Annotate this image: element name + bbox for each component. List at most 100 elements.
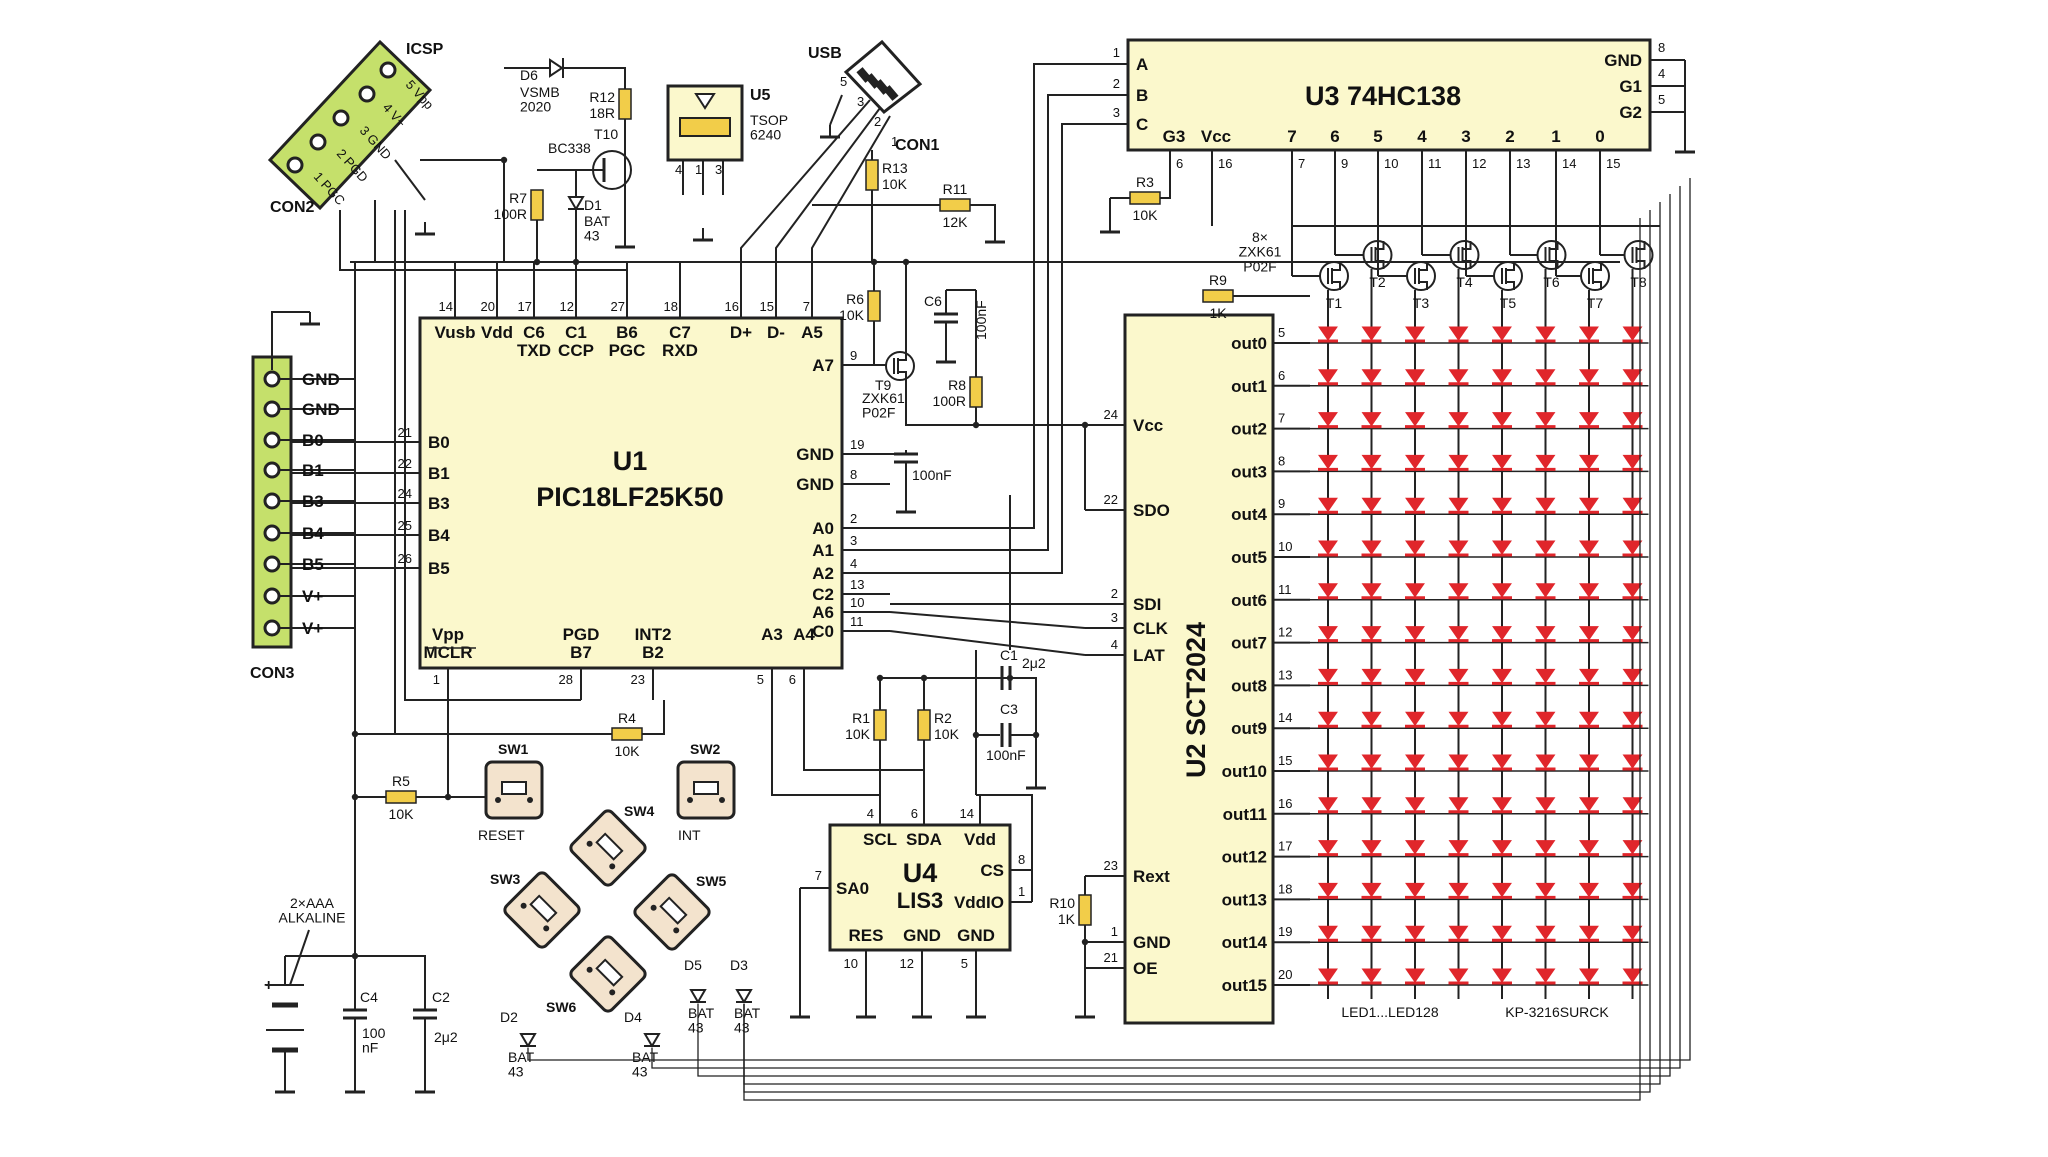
led	[1535, 583, 1556, 598]
led	[1318, 540, 1338, 555]
led	[1535, 668, 1556, 684]
transistor-T5	[1493, 261, 1523, 291]
u5-pin-number: 1	[695, 162, 702, 177]
resistor-R7	[530, 189, 544, 221]
lis-cs	[976, 794, 1033, 870]
led	[1448, 583, 1469, 598]
u1-pin-label: A0	[812, 519, 834, 538]
r6-wire2	[873, 321, 884, 366]
led	[1579, 968, 1599, 983]
resistor-value-R2: 10K	[934, 726, 960, 742]
junction-dot	[444, 793, 452, 801]
junction-dot	[972, 421, 980, 429]
transistor-T3	[1419, 281, 1428, 290]
con3-gnd-wire	[271, 311, 310, 370]
u1-pin-number: 7	[803, 299, 810, 314]
u1-pin-number: 27	[611, 299, 625, 314]
junction-dot	[533, 258, 541, 266]
led	[1405, 968, 1425, 983]
switch-SW6	[569, 935, 647, 1013]
u1-pin-label: GND	[796, 445, 834, 464]
diode-ref-D3: D3	[730, 957, 748, 973]
transistor-T8	[1636, 260, 1646, 269]
switch-dot	[719, 797, 725, 803]
junction-dot	[1081, 421, 1089, 429]
led	[1448, 369, 1469, 384]
u3-pin-number: 5	[1658, 92, 1665, 107]
switch-SW2-cap	[693, 781, 719, 795]
resistor-R2	[917, 709, 931, 741]
resistor-value-R11: 12K	[943, 214, 969, 230]
led	[1579, 840, 1599, 855]
u3-pin-number: 2	[1113, 76, 1120, 91]
u2-pin-label: Rext	[1133, 867, 1170, 886]
resistor-ref-R11: R11	[943, 181, 968, 197]
u3-pin-number: 12	[1472, 156, 1486, 171]
u2-pin-number: 18	[1278, 881, 1292, 896]
transistor-T5	[1506, 281, 1515, 290]
u2-pin-number: 23	[1104, 858, 1118, 873]
led	[1405, 412, 1425, 427]
sw1-label: RESET	[478, 827, 525, 843]
con3-pin-label: V+	[302, 587, 323, 606]
led	[1535, 711, 1556, 727]
led	[1579, 369, 1599, 384]
u3-pin-number: 1	[1113, 45, 1120, 60]
switch-SW4-cap	[595, 832, 624, 861]
junction-dot	[1006, 674, 1014, 682]
transistor-T6-label: T6	[1543, 274, 1560, 290]
u1-pin-label: B3	[428, 494, 450, 513]
u1-pin-label: D+	[730, 323, 752, 342]
u3-pin-number: 6	[1176, 156, 1183, 171]
u4-pin-number: 7	[815, 868, 822, 883]
c1-ref: C1	[1000, 647, 1018, 663]
c3-ref: C3	[1000, 701, 1018, 717]
led	[1361, 412, 1382, 427]
u1-pin-label: C2	[812, 585, 834, 604]
led	[1492, 840, 1512, 855]
resistor-R12	[618, 88, 632, 120]
transistor-t9	[885, 351, 915, 381]
u2-designator: U2 SCT2024	[1181, 622, 1211, 778]
led	[1448, 882, 1469, 898]
u2-pin-number: 10	[1278, 539, 1292, 554]
a0-to-A	[890, 63, 1100, 529]
led	[1492, 797, 1512, 812]
c6-ref: C6	[924, 293, 942, 309]
led	[1535, 326, 1556, 341]
transistor-T8	[1636, 241, 1646, 250]
switch-dot	[527, 797, 533, 803]
u2-out-label: out11	[1223, 805, 1267, 824]
resistor-value-R6: 10K	[839, 307, 865, 323]
con2-pin	[379, 61, 397, 79]
led	[1579, 583, 1599, 598]
u2-pin-number: 3	[1111, 610, 1118, 625]
con3-pin	[263, 524, 281, 542]
led	[1579, 412, 1599, 427]
u3-pin-label: 0	[1595, 127, 1604, 146]
con1-designator: CON1	[895, 137, 940, 154]
pgc-wire	[339, 210, 628, 271]
led	[1622, 326, 1643, 341]
u2-pin-number: 20	[1278, 967, 1292, 982]
con2-body	[267, 39, 433, 211]
transistor-T7-label: T7	[1587, 295, 1604, 311]
u3-pin-number: 14	[1562, 156, 1576, 171]
con3-pin-label: GND	[302, 400, 340, 419]
u1-pin-label: A3	[761, 625, 783, 644]
transistor-T4-label: T4	[1456, 274, 1473, 290]
u3-pin-label: 5	[1373, 127, 1382, 146]
con3-pin	[263, 370, 281, 388]
con3-pin-label: B5	[302, 555, 324, 574]
u2-out-label: out2	[1231, 420, 1267, 439]
return-bus-wire	[743, 218, 1641, 1101]
u2-body	[1123, 313, 1275, 1025]
u1-pin-number: 14	[439, 299, 453, 314]
led	[1318, 797, 1338, 812]
transistor-T3	[1406, 261, 1436, 291]
led	[1492, 412, 1512, 427]
